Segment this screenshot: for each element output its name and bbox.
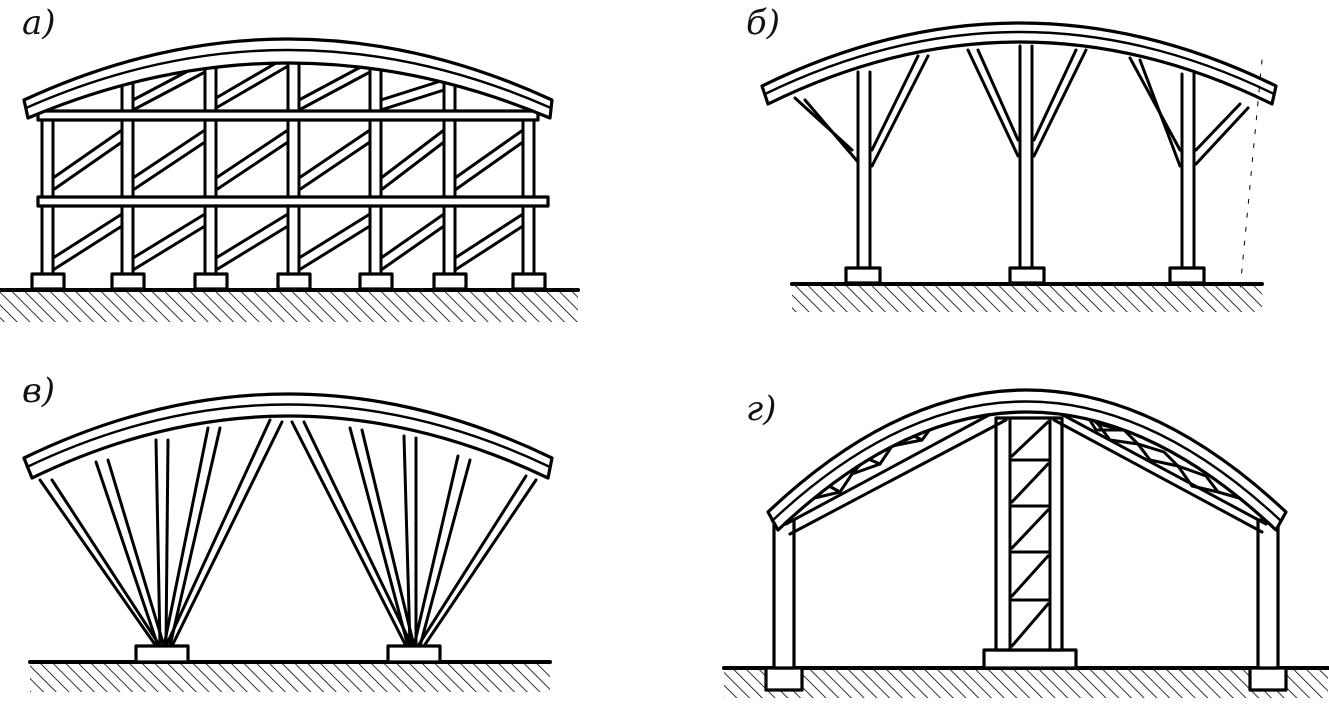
arch-a — [22, 37, 554, 120]
central-tower-g — [994, 416, 1064, 652]
arch-a-inner-line — [24, 48, 553, 110]
fan-struts-v — [38, 418, 538, 648]
panel-v-fan-supports — [22, 392, 554, 692]
ground-hatch-v — [30, 662, 550, 692]
ground-hatch-b — [792, 284, 1262, 312]
ground-hatch-g — [724, 668, 1328, 698]
panel-label-b: б) — [746, 3, 781, 43]
base-plates-a — [30, 272, 547, 291]
posts-b — [793, 44, 1250, 270]
panel-label-a: а) — [22, 3, 56, 43]
arch-v — [22, 392, 554, 480]
base-plates-v — [134, 644, 442, 664]
panel-label-g: г) — [746, 389, 777, 429]
panel-label-v: в) — [22, 371, 56, 411]
arch-v-inner-line — [25, 403, 552, 469]
arch-b-inner-line — [763, 30, 1276, 96]
panel-a-scaffold-arch — [0, 37, 580, 322]
panel-b-tree-supports — [760, 21, 1278, 312]
base-plates-b — [844, 266, 1206, 285]
panel-g-truss-tower — [722, 388, 1329, 698]
arch-g-inner-line — [770, 400, 1283, 523]
runners-a — [36, 109, 550, 208]
diagonal-braces-a — [51, 54, 525, 272]
faint-mark-b — [1239, 59, 1263, 291]
ground-hatch-a — [0, 290, 578, 322]
arch-b — [760, 21, 1278, 106]
